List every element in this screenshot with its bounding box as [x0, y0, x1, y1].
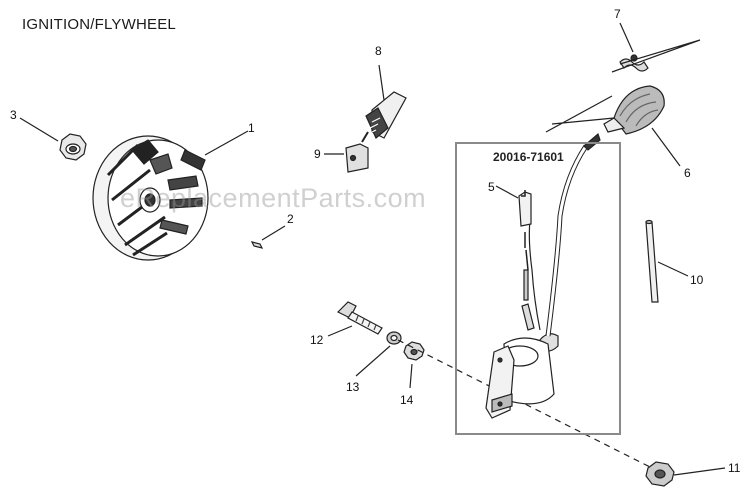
spark-plug-terminal-icon	[518, 190, 532, 248]
leader-line-5	[495, 185, 519, 199]
bolt-icon	[336, 301, 383, 335]
leader-line-8	[378, 64, 385, 101]
leader-line-13	[355, 345, 391, 377]
callout-label: 2	[287, 212, 294, 226]
nut-icon	[645, 461, 675, 487]
washer-icon	[386, 331, 402, 345]
callout-label: 10	[690, 273, 704, 287]
callout-label: 14	[400, 393, 414, 407]
leader-line-6	[651, 127, 681, 167]
watermark: eReplacementParts.com	[120, 183, 427, 213]
callout-label: 9	[314, 147, 321, 161]
boot-guide	[545, 95, 615, 133]
ignition-coil-icon	[485, 132, 601, 419]
assembly-axis-line	[397, 339, 653, 469]
stop-switch-icon	[365, 91, 407, 139]
clip-guide	[611, 39, 701, 73]
callout-label: 3	[10, 108, 17, 122]
terminal-icon	[345, 131, 369, 173]
callout-label: 8	[375, 44, 382, 58]
callout-label: 1	[248, 121, 255, 135]
kit-box	[455, 142, 621, 435]
leader-line-11	[673, 467, 726, 476]
boot-icon	[603, 85, 665, 135]
leader-line-14	[409, 363, 413, 389]
flywheel-icon	[92, 135, 209, 261]
callout-label: 12	[310, 333, 324, 347]
leader-line-1	[204, 130, 249, 156]
callout-label: 11	[728, 461, 741, 475]
callout-label: 13	[346, 380, 360, 394]
leader-line-3	[19, 117, 59, 142]
key-icon	[250, 241, 264, 249]
nut-icon	[59, 133, 87, 161]
leader-line-10	[657, 261, 689, 277]
callout-label: 7	[614, 7, 621, 21]
kit-part-number: 20016-71601	[493, 150, 564, 164]
leader-line-2	[261, 225, 286, 241]
callout-label: 6	[684, 166, 691, 180]
callout-label: 5	[488, 180, 495, 194]
leader-line-12	[327, 325, 353, 337]
nut-icon	[403, 341, 425, 361]
diagram-title: IGNITION/FLYWHEEL	[22, 16, 176, 33]
pin-icon	[645, 219, 659, 303]
leader-line-7	[619, 22, 634, 53]
